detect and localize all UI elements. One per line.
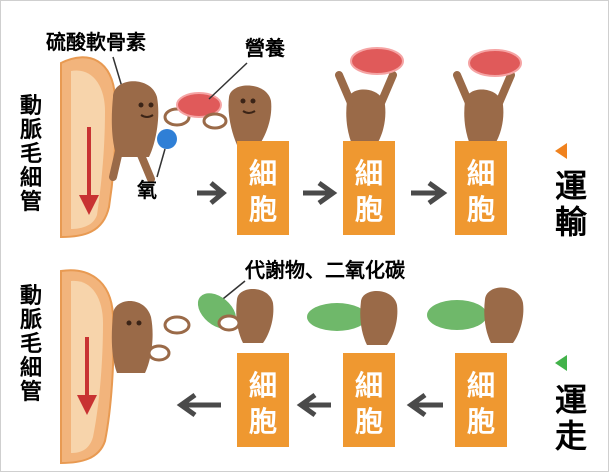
- bottom-cell-3-char-2: 胞: [466, 405, 495, 438]
- top-vessel-char-1: 動: [20, 94, 42, 119]
- top-cell-3: 細 胞: [455, 141, 507, 235]
- nutrient-icon: [350, 47, 404, 75]
- left-arrow-icon: [176, 392, 221, 418]
- waste-carrier-3: [427, 287, 524, 343]
- top-cell-1: 細 胞: [237, 141, 289, 235]
- top-lifter-2: [335, 47, 404, 147]
- left-arrow-icon: [296, 392, 331, 418]
- top-vessel-char-4: 細: [20, 165, 42, 191]
- top-cell-1-box: [237, 141, 289, 235]
- top-flow-down-arrow-icon: [79, 195, 99, 215]
- bottom-flow-down-arrow-icon: [77, 395, 97, 415]
- label-waste: 代謝物、二氧化碳: [244, 258, 406, 282]
- bottom-cell-1-char-2: 胞: [248, 405, 277, 438]
- waste-carrier-2: [307, 290, 398, 345]
- top-cell-3-char-1: 細: [467, 157, 495, 190]
- bottom-cell-1: 細 胞: [237, 353, 289, 447]
- bottom-panel: 動 脈 毛 細 管 代謝物、二氧化碳: [20, 258, 587, 465]
- top-cell-2-char-2: 胞: [354, 193, 383, 226]
- right-arrow-icon: [303, 180, 338, 206]
- top-cell-3-box: [455, 141, 507, 235]
- bottom-side-char-2: 走: [555, 417, 587, 455]
- receiver-character: [202, 85, 272, 145]
- top-panel: 動 脈 毛 細 管 硫酸軟骨素 營養: [20, 30, 588, 241]
- waste-carrier-1: [197, 288, 274, 343]
- bottom-cell-3: 細 胞: [455, 353, 507, 447]
- top-artery-capillary: [60, 56, 117, 239]
- label-nutrient: 營養: [245, 36, 286, 60]
- bottom-cell-1-char-1: 細: [249, 369, 277, 402]
- oxygen-icon: [157, 129, 177, 149]
- bottom-artery-character: [111, 301, 191, 373]
- label-cartilage: 硫酸軟骨素: [46, 30, 146, 54]
- top-flow-arrows: [197, 180, 448, 206]
- top-side-char-2: 輸: [555, 203, 588, 241]
- bottom-cell-2-char-2: 胞: [354, 405, 383, 438]
- transport-triangle-icon: [555, 143, 567, 159]
- bottom-cell-2-char-1: 細: [355, 369, 383, 402]
- bottom-flow-arrows: [176, 392, 443, 418]
- top-cell-1-char-1: 細: [249, 157, 277, 190]
- top-lifter-3: [453, 49, 522, 147]
- top-cell-2-box: [343, 141, 395, 235]
- waste-icon: [427, 300, 487, 330]
- bottom-cell-3-char-1: 細: [467, 369, 495, 402]
- left-arrow-icon: [406, 392, 443, 418]
- top-cell-2-char-1: 細: [355, 157, 383, 190]
- bottom-vessel-label: 動 脈 毛 細 管: [20, 284, 42, 405]
- cartilage-character: [109, 81, 191, 183]
- top-vessel-label: 動 脈 毛 細 管: [20, 94, 42, 215]
- bottom-vessel-char-5: 管: [20, 379, 42, 405]
- bottom-cell-3-box: [455, 353, 507, 447]
- top-vessel-char-5: 管: [20, 189, 42, 215]
- waste-icon: [307, 303, 367, 331]
- top-side-char-1: 運: [555, 167, 587, 205]
- bottom-cell-2: 細 胞: [343, 353, 395, 447]
- top-cell-3-char-2: 胞: [466, 193, 495, 226]
- top-vessel-char-2: 脈: [20, 118, 42, 143]
- bottom-cell-2-box: [343, 353, 395, 447]
- top-cell-1-char-2: 胞: [248, 193, 277, 226]
- top-vessel-char-3: 毛: [20, 142, 42, 167]
- bottom-side-char-1: 運: [555, 381, 587, 419]
- bottom-vessel-char-1: 動: [20, 284, 42, 309]
- right-arrow-icon: [411, 180, 448, 206]
- nutrient-icon: [468, 49, 522, 77]
- bottom-vessel-char-3: 毛: [20, 332, 42, 357]
- label-oxygen: 氧: [136, 178, 157, 202]
- remove-triangle-icon: [555, 355, 567, 371]
- bottom-vessel-char-4: 細: [20, 355, 42, 381]
- top-cell-2: 細 胞: [343, 141, 395, 235]
- bottom-cell-1-box: [237, 353, 289, 447]
- right-arrow-icon: [197, 181, 227, 205]
- bottom-artery-capillary: [60, 269, 115, 465]
- bottom-vessel-char-2: 脈: [20, 308, 42, 333]
